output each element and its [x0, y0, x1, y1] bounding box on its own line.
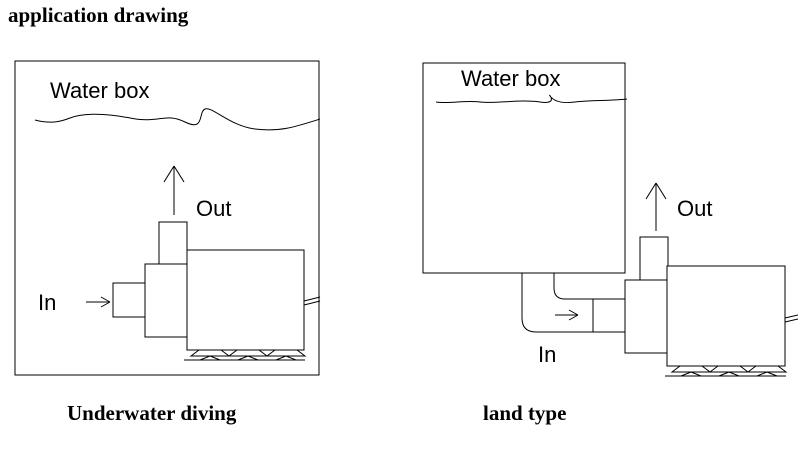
water-box-label-left: Water box [50, 78, 149, 103]
pump-left [112, 221, 321, 361]
in-label-right: In [538, 342, 556, 367]
water-surface-left [34, 108, 321, 131]
land-panel: Water box In Out [422, 62, 798, 425]
caption-underwater: Underwater diving [67, 401, 237, 425]
pump-right [624, 236, 798, 377]
out-label-right: Out [677, 196, 712, 221]
inlet-pipe-right [521, 273, 626, 333]
underwater-panel: Water box Out In [14, 60, 321, 425]
water-box-label-right: Water box [461, 66, 560, 91]
out-label-left: Out [196, 196, 231, 221]
water-surface-right [435, 94, 628, 104]
pump-feet-right [665, 365, 788, 377]
pump-feet-left [184, 349, 307, 361]
water-tank-right [422, 62, 626, 274]
caption-land: land type [483, 401, 566, 425]
diagram-title: application drawing [8, 3, 189, 27]
outlet-arrow-left [163, 165, 185, 215]
inlet-arrow-left [86, 296, 111, 308]
outlet-arrow-right [645, 182, 667, 231]
in-label-left: In [38, 290, 56, 315]
